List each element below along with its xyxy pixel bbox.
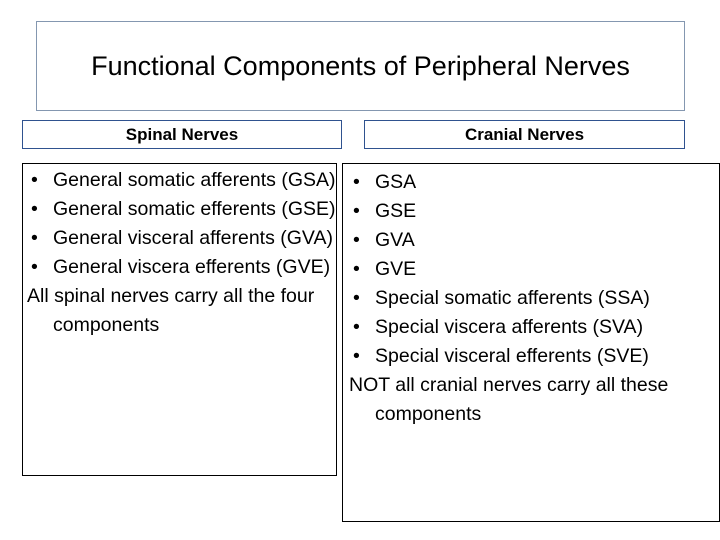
list-item: • General somatic afferents (GSA) [27, 166, 336, 195]
bullet-icon: • [31, 169, 38, 191]
list-item: • GSE [349, 197, 719, 226]
bullet-icon: • [31, 198, 38, 220]
list-item: • General somatic efferents (GSE) [27, 195, 336, 224]
spinal-nerves-header-label: Spinal Nerves [125, 124, 239, 144]
list-item-text: Special viscera afferents (SVA) [375, 316, 644, 338]
list-item-text: General viscera efferents (GVE) [53, 256, 331, 278]
list-item-text: GSA [375, 171, 417, 193]
bullet-icon: • [353, 287, 360, 309]
cranial-nerves-list-box: • GSA • GSE • GVA • GVE • Special somatic aff… [342, 163, 720, 522]
list-item-text: Special visceral efferents (SVE) [375, 345, 649, 367]
spinal-nerves-header: Spinal Nerves [22, 120, 342, 149]
cranial-nerves-header: Cranial Nerves [364, 120, 685, 149]
list-item: • Special visceral efferents (SVE) [349, 342, 719, 371]
cranial-components-list: • GSA • GSE • GVA • GVE • Special somatic aff… [349, 168, 719, 371]
bullet-icon: • [31, 227, 38, 249]
spinal-nerves-list-box: • General somatic afferents (GSA) • Genera… [22, 163, 337, 476]
list-item-text: Special somatic afferents (SSA) [375, 287, 650, 309]
list-item-text: GSE [375, 200, 417, 222]
list-item-text: General somatic efferents (GSE) [53, 198, 336, 220]
bullet-icon: • [353, 258, 360, 280]
list-item: • GVE [349, 255, 719, 284]
bullet-icon: • [31, 256, 38, 278]
cranial-note: NOT all cranial nerves carry all these c… [349, 374, 669, 425]
bullet-icon: • [353, 200, 360, 222]
list-item-text: GVE [375, 258, 417, 280]
bullet-icon: • [353, 316, 360, 338]
list-item: • Special somatic afferents (SSA) [349, 284, 719, 313]
list-item-text: General visceral afferents (GVA) [53, 227, 333, 249]
spinal-components-list: • General somatic afferents (GSA) • Genera… [27, 166, 336, 282]
list-item: • General visceral afferents (GVA) [27, 224, 336, 253]
cranial-nerves-header-label: Cranial Nerves [464, 124, 585, 144]
list-item-text: GVA [375, 229, 415, 251]
list-item: • General viscera efferents (GVE) [27, 253, 336, 282]
list-item: • GSA [349, 168, 719, 197]
bullet-icon: • [353, 229, 360, 251]
spinal-note: All spinal nerves carry all the four com… [27, 285, 315, 336]
list-item-text: General somatic afferents (GSA) [53, 169, 336, 191]
list-item: • Special viscera afferents (SVA) [349, 313, 719, 342]
bullet-icon: • [353, 171, 360, 193]
bullet-icon: • [353, 345, 360, 367]
list-item: • GVA [349, 226, 719, 255]
slide-title: Functional Components of Peripheral Nerv… [91, 50, 630, 81]
title-box: Functional Components of Peripheral Nerv… [36, 21, 685, 111]
